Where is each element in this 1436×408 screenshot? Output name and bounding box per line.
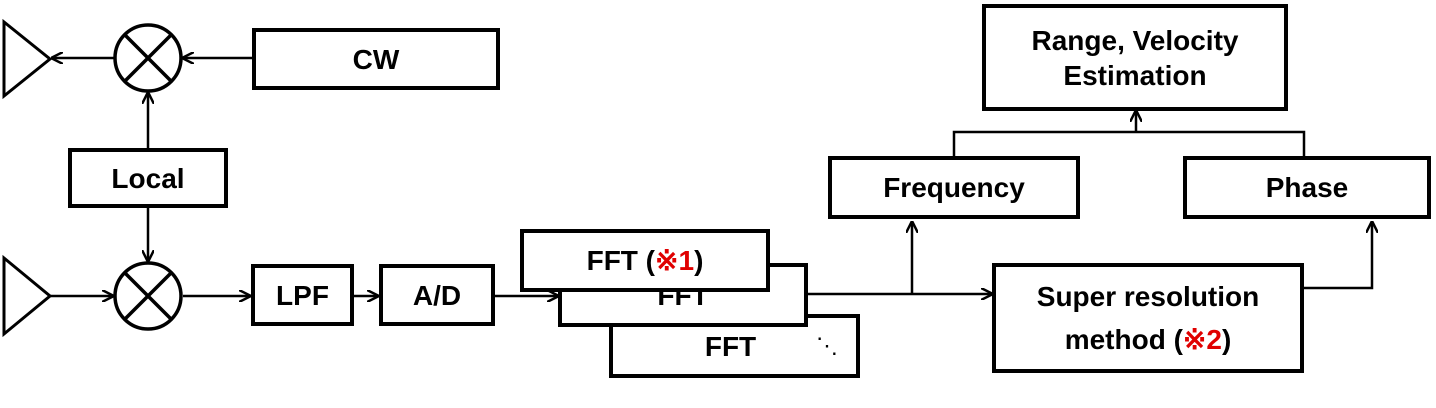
super-resolution-block: Super resolution method (※2) [992,263,1304,373]
estimation-block: Range, Velocity Estimation [982,4,1288,111]
line-frequency-up [952,130,1306,156]
frequency-label: Frequency [883,172,1025,203]
phase-label: Phase [1265,172,1349,203]
arrow-super-resolution-to-phase [1304,222,1372,290]
fft-front-label: FFT (※1) [586,245,704,276]
lpf-label: LPF [276,279,329,311]
cw-block: CW [252,28,500,90]
tx-antenna-icon [2,18,53,100]
estimation-line2: Estimation [1063,59,1207,91]
fft-back-label: FFT [704,330,757,362]
super-resolution-line2: method (※2) [1064,324,1232,355]
super-resolution-line1: Super resolution [1036,280,1260,312]
lpf-block: LPF [251,264,354,326]
local-label: Local [111,162,185,194]
fft-block-front: FFT (※1) [520,229,770,292]
tx-mixer-icon [113,23,183,93]
phase-block: Phase [1183,156,1431,219]
rx-mixer-icon [113,261,183,331]
cw-label: CW [352,43,400,75]
ad-block: A/D [379,264,495,326]
rx-antenna-icon [2,254,53,338]
local-block: Local [68,148,228,208]
note-mark-1: ※1 [655,245,695,276]
fft-ellipsis: ⋱ [816,333,838,358]
ad-label: A/D [412,279,462,311]
note-mark-2: ※2 [1182,324,1222,355]
estimation-line1: Range, Velocity [1031,24,1239,56]
frequency-block: Frequency [828,156,1080,219]
